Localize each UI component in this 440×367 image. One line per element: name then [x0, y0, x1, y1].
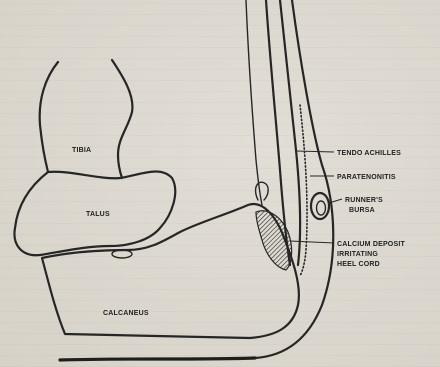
leader-tendo-achilles [296, 151, 334, 152]
sole-skin-line [60, 358, 255, 360]
fat-pad-bump [256, 182, 269, 200]
label-runners-bursa-line2: BURSA [349, 207, 375, 214]
label-tibia: TIBIA [72, 147, 91, 154]
tibia-right-outline [112, 60, 132, 178]
label-calcium-deposit-line3: HEEL CORD [337, 261, 380, 268]
label-calcium-deposit-line1: CALCIUM DEPOSIT [337, 241, 405, 248]
leader-calcium-deposit [290, 241, 334, 243]
label-tendo-achilles: TENDO ACHILLES [337, 150, 401, 157]
heel-skin-outline [255, 0, 333, 358]
tibia-left-outline [40, 62, 58, 172]
label-calcaneus: CALCANEUS [103, 310, 149, 317]
runners-bursa-inner [317, 201, 326, 215]
calcium-deposit-hatched [256, 211, 292, 270]
label-talus: TALUS [86, 211, 110, 218]
label-runners-bursa-line1: RUNNER'S [345, 197, 383, 204]
soft-tissue-front-line [246, 0, 262, 205]
label-paratenonitis: PARATENONITIS [337, 174, 396, 181]
paratenonitis-dotted-sheath [300, 105, 307, 276]
label-calcium-deposit-line2: IRRITATING [337, 251, 378, 258]
